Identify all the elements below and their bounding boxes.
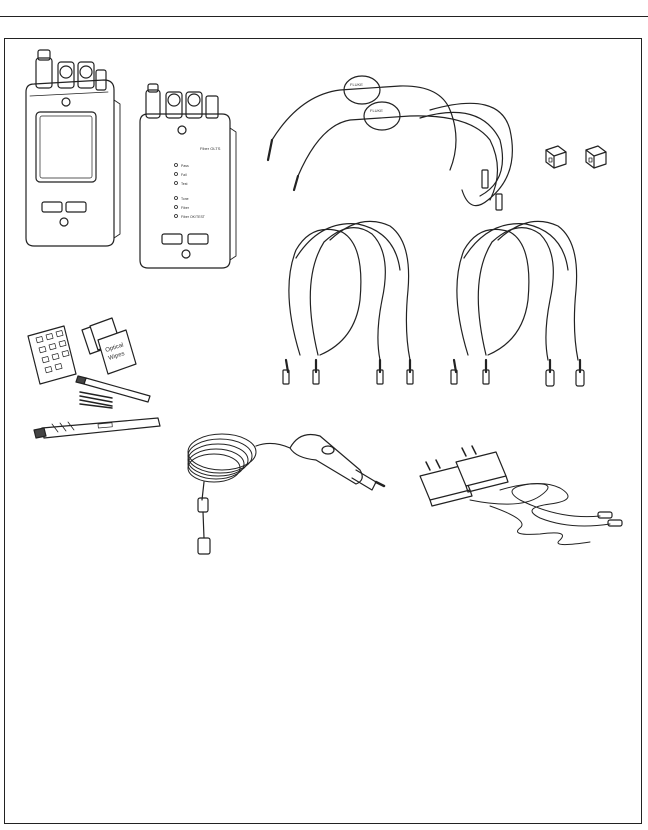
ac-adapters (420, 446, 622, 545)
main-unit-button-right (66, 202, 86, 212)
main-unit (26, 50, 120, 246)
remote-unit-button-right (188, 234, 208, 244)
main-unit-screen (36, 112, 96, 182)
main-unit-connectors (36, 50, 106, 90)
test-cords-left (283, 221, 413, 384)
adapters (546, 146, 606, 168)
main-unit-logo-icon (62, 98, 70, 106)
cord-connector-icon (496, 194, 502, 210)
reference-test-cords: FLUKE FLUKE (268, 76, 512, 210)
remote-led-list: Pass Fail Test Tone Fiber Fiber OK/TEST (175, 164, 206, 220)
remote-led-label: Test (181, 182, 187, 186)
cord-connector-icon (482, 170, 488, 188)
remote-led-label: Fail (181, 173, 187, 177)
remote-unit-power-icon (182, 250, 190, 258)
remote-unit-connectors (146, 84, 218, 118)
dc-plug-icon (608, 520, 622, 526)
remote-unit-logo-icon (178, 126, 186, 134)
dc-plug-icon (598, 512, 612, 518)
main-unit-power-icon (60, 218, 68, 226)
remote-unit-button-left (162, 234, 182, 244)
cleaning-kit: Optical Wipes (28, 318, 160, 438)
remote-led-label: Fiber OK/TEST (181, 215, 206, 219)
video-probe (188, 434, 384, 554)
main-unit-button-left (42, 202, 62, 212)
cord-tag-brand: FLUKE (370, 108, 383, 113)
probe-button-icon (322, 446, 334, 454)
cord-tag-icon (344, 76, 380, 104)
cord-tag-brand: FLUKE (350, 82, 363, 87)
remote-model-text: Fiber OLTS (200, 146, 221, 151)
remote-unit: Fiber OLTS Pass Fail Test Tone Fiber Fib… (140, 84, 236, 268)
cord-tag-icon (364, 102, 400, 130)
remote-led-label: Fiber (181, 206, 190, 210)
remote-led-label: Tone (181, 197, 189, 201)
probe-usb-connector (198, 538, 210, 554)
remote-led-label: Pass (181, 164, 189, 168)
test-cords-right (451, 221, 584, 386)
